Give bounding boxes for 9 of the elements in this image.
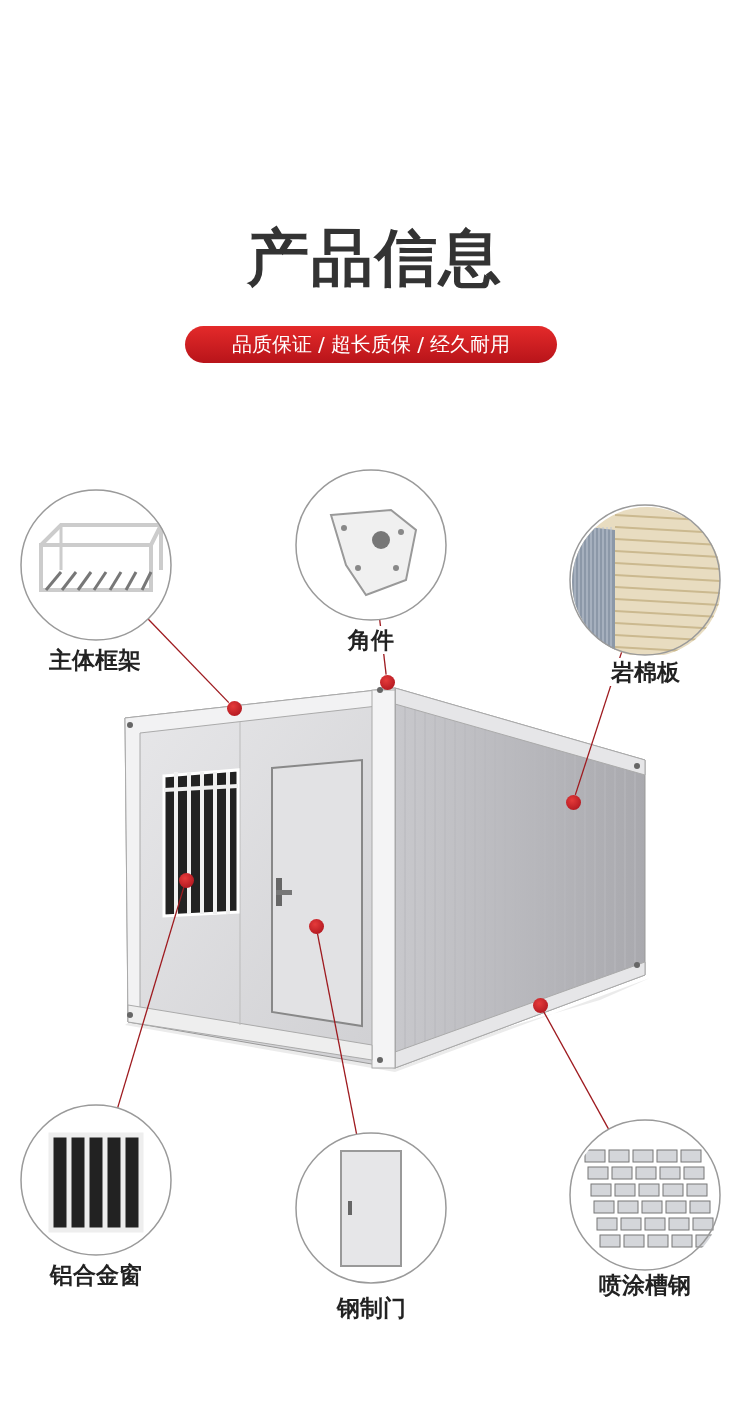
leader-line xyxy=(316,932,358,1136)
page-title: 产品信息 xyxy=(246,220,504,296)
part-label: 岩棉板 xyxy=(607,658,683,686)
leader-line xyxy=(543,1010,610,1130)
leader-line xyxy=(116,886,185,1109)
marker-dot xyxy=(379,674,395,690)
part-label: 角件 xyxy=(345,626,397,654)
leader-line xyxy=(147,618,230,704)
slogan-banner: 品质保证 / 超长质保 / 经久耐用 xyxy=(185,326,557,363)
